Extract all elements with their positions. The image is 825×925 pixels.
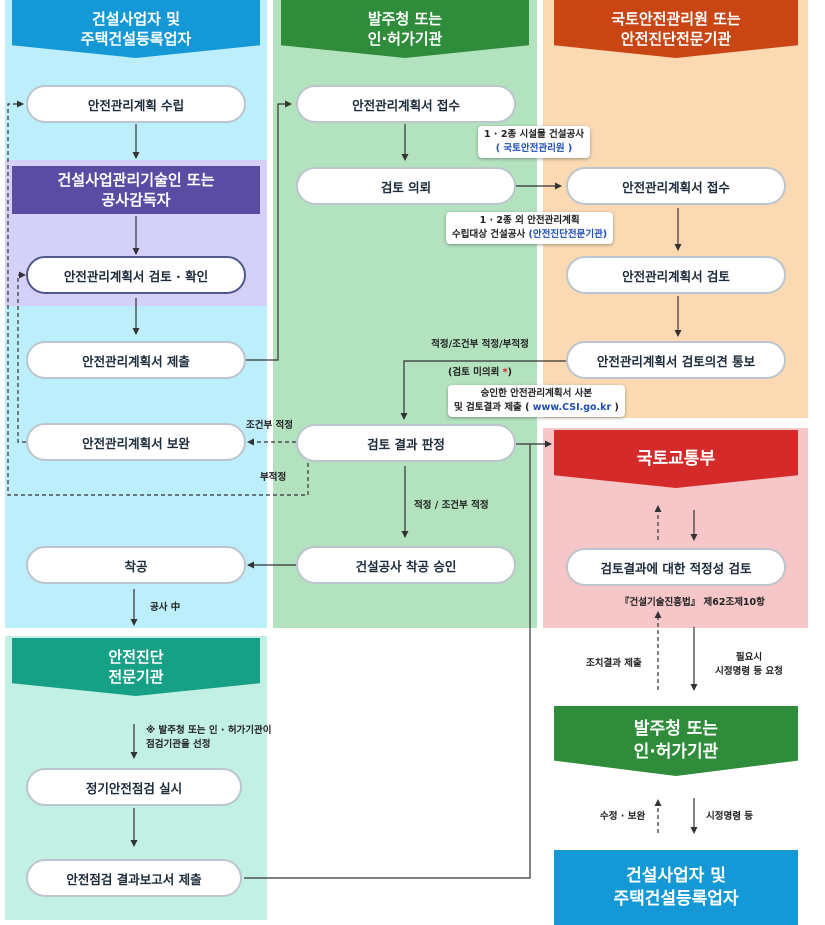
step-right-review: 안전관리계획서 검토 bbox=[566, 256, 786, 294]
step-start-approval: 건설공사 착공 승인 bbox=[296, 546, 516, 584]
step-adequacy-review: 검토결과에 대한 적정성 검토 bbox=[566, 548, 786, 586]
label-inadequate: 부적정 bbox=[260, 472, 287, 483]
step-plan-supplement: 안전관리계획서 보완 bbox=[26, 423, 246, 461]
label-action-result: 조치결과 제출 bbox=[586, 658, 642, 669]
label-not-reviewed: (검토 미의뢰 bbox=[448, 367, 503, 378]
banner-kalis: 국토안전관리원 또는 안전진단전문기관 bbox=[554, 0, 798, 58]
step-mid-receive: 안전관리계획서 접수 bbox=[296, 85, 516, 123]
banner-client: 발주청 또는 인·허가기관 bbox=[281, 0, 529, 58]
label-adequate-cond: 적정 / 조건부 적정 bbox=[414, 500, 489, 511]
banner-contractor-bottom: 건설사업자 및 주택건설등록업자 bbox=[554, 850, 798, 925]
step-right-notify: 안전관리계획서 검토의견 통보 bbox=[566, 341, 786, 379]
label-conditional: 조건부 적정 bbox=[246, 420, 294, 431]
label-close-paren: ) bbox=[507, 367, 512, 378]
note-approved-submit: 승인한 안전관리계획서 사본 및 검토결과 제출 ( www.CSI.go.kr… bbox=[448, 385, 625, 417]
step-review-request: 검토 의뢰 bbox=[296, 167, 516, 205]
note-class12-org: ( 국토안전관리원 ) bbox=[495, 143, 573, 154]
note-approved-line2: 및 검토결과 제출 ( bbox=[454, 402, 530, 413]
note-other-line2: 수립대상 건설공사 bbox=[452, 229, 526, 240]
note-other-org: (안전진단전문기관) bbox=[528, 229, 608, 240]
step-right-receive: 안전관리계획서 접수 bbox=[566, 167, 786, 205]
label-teal-note: ※ 발주청 또는 인 · 허가기관이 점검기관을 선정 bbox=[146, 725, 272, 750]
label-judgment-options: 적정/조건부 적정/부적정 (검토 미의뢰 *) bbox=[420, 324, 540, 394]
step-result-judgment: 검토 결과 판정 bbox=[296, 424, 516, 462]
step-plan-create: 안전관리계획 수립 bbox=[26, 85, 246, 123]
label-law-reference: 『건설기술진흥법』 제62조제10항 bbox=[620, 597, 765, 608]
note-class12: 1 · 2종 시설물 건설공사 ( 국토안전관리원 ) bbox=[478, 126, 590, 158]
banner-molit: 국토교통부 bbox=[554, 430, 798, 488]
step-regular-inspection: 정기안전점검 실시 bbox=[26, 768, 242, 806]
banner-diagnosis: 안전진단 전문기관 bbox=[12, 638, 260, 696]
note-class12-line: 1 · 2종 시설물 건설공사 bbox=[484, 129, 584, 140]
note-approved-line1: 승인한 안전관리계획서 사본 bbox=[480, 388, 593, 399]
label-under-construction: 공사 中 bbox=[150, 602, 181, 613]
label-asterisk: * bbox=[502, 367, 508, 378]
label-fix-supplement: 수정 · 보완 bbox=[600, 811, 646, 822]
note-other-line1: 1 · 2종 외 안전관리계획 bbox=[479, 215, 580, 226]
banner-client-bottom: 발주청 또는 인·허가기관 bbox=[554, 706, 798, 776]
note-approved-close: ) bbox=[614, 402, 619, 413]
step-inspection-report: 안전점검 결과보고서 제출 bbox=[26, 859, 242, 897]
label-if-needed: 필요시 시정명령 등 요청 bbox=[715, 652, 783, 677]
banner-supervisor: 건설사업관리기술인 또는 공사감독자 bbox=[12, 166, 260, 214]
step-plan-review-confirm: 안전관리계획서 검토 · 확인 bbox=[26, 256, 246, 294]
note-approved-url[interactable]: www.CSI.go.kr bbox=[529, 402, 615, 413]
label-correction-order: 시정명령 등 bbox=[706, 811, 754, 822]
banner-contractor: 건설사업자 및 주택건설등록업자 bbox=[12, 0, 260, 58]
note-other-class: 1 · 2종 외 안전관리계획 수립대상 건설공사 (안전진단전문기관) bbox=[446, 212, 614, 244]
step-start-work: 착공 bbox=[26, 546, 246, 584]
label-judgment-text: 적정/조건부 적정/부적정 bbox=[431, 339, 529, 350]
step-plan-submit: 안전관리계획서 제출 bbox=[26, 341, 246, 379]
